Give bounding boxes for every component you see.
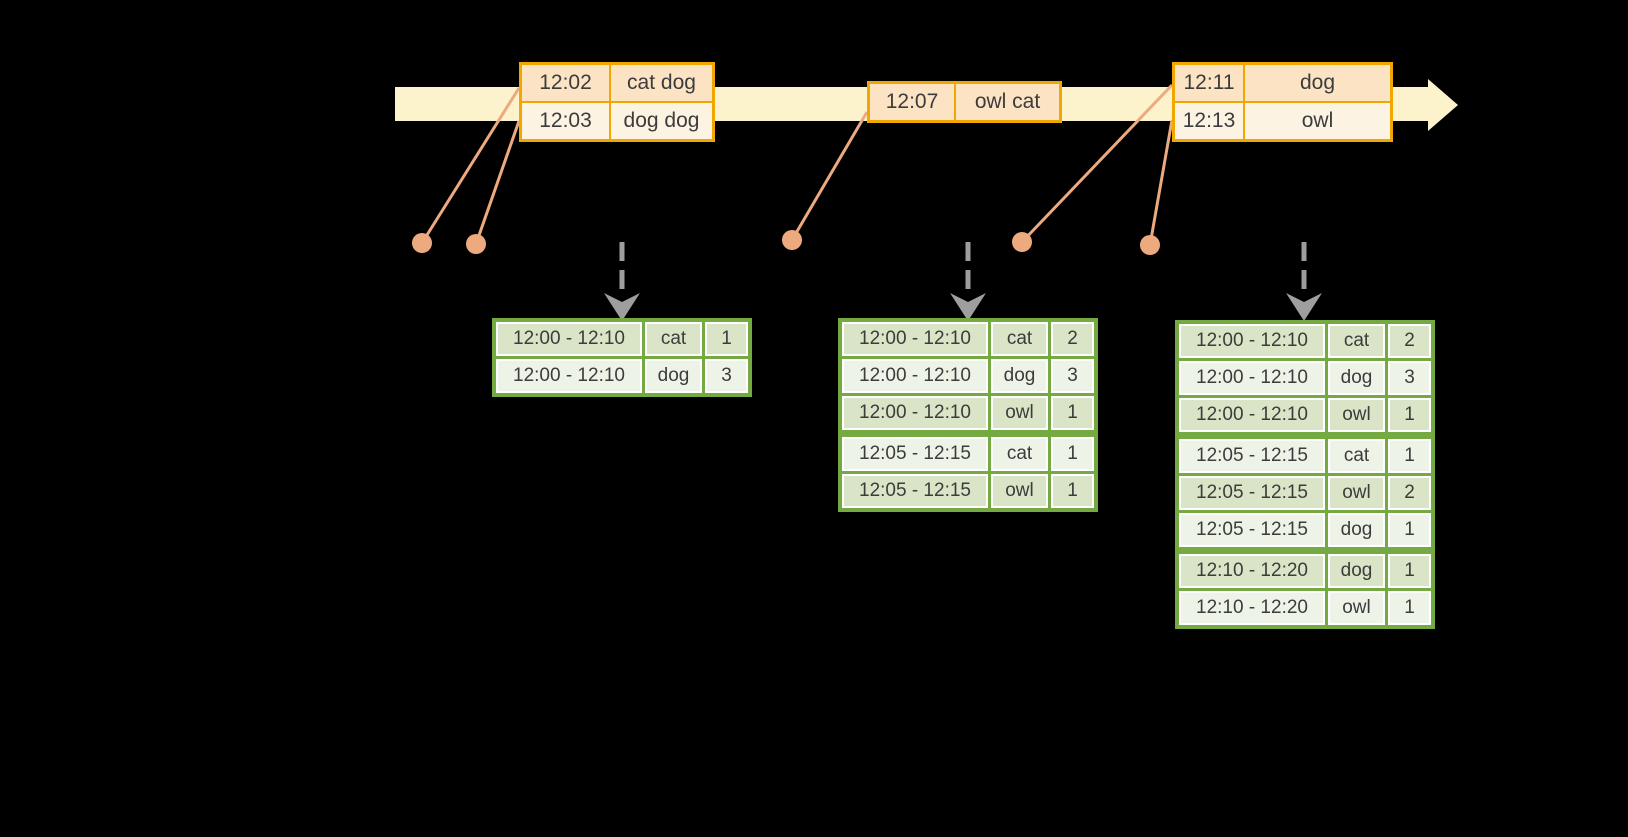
event-dot — [1012, 232, 1032, 252]
window-cell: 12:00 - 12:10 — [496, 359, 642, 393]
trigger-arrows — [604, 242, 1322, 321]
count-cell: 2 — [1051, 322, 1094, 356]
word-cell: cat — [645, 322, 702, 356]
window-cell: 12:00 - 12:10 — [496, 322, 642, 356]
event-time: 12:07 — [870, 84, 954, 120]
window-cell: 12:05 - 12:15 — [1179, 439, 1325, 473]
count-cell: 2 — [1388, 324, 1431, 358]
word-cell: owl — [1328, 476, 1385, 510]
count-cell: 1 — [705, 322, 748, 356]
event-dots — [412, 230, 1160, 255]
count-cell: 3 — [705, 359, 748, 393]
window-cell: 12:00 - 12:10 — [842, 322, 988, 356]
word-cell: dog — [991, 359, 1048, 393]
trigger-arrowhead-icon — [1286, 293, 1322, 321]
event-words: dog dog — [611, 103, 712, 139]
event-dot — [412, 233, 432, 253]
trigger-arrowhead-icon — [604, 293, 640, 321]
event-dot — [466, 234, 486, 254]
word-cell: owl — [991, 474, 1048, 508]
word-cell: cat — [991, 322, 1048, 356]
event-connector-line — [1020, 83, 1174, 244]
window-cell: 12:05 - 12:15 — [842, 474, 988, 508]
count-cell: 1 — [1051, 396, 1094, 430]
event-words: cat dog — [611, 65, 712, 101]
word-cell: dog — [1328, 361, 1385, 395]
event-connector-line — [790, 111, 869, 241]
count-cell: 1 — [1388, 591, 1431, 625]
count-cell: 1 — [1388, 439, 1431, 473]
count-cell: 1 — [1051, 437, 1094, 471]
word-cell: owl — [1328, 591, 1385, 625]
event-connectors — [420, 83, 1174, 246]
event-time: 12:13 — [1175, 103, 1243, 139]
word-cell: cat — [1328, 324, 1385, 358]
count-cell: 2 — [1388, 476, 1431, 510]
window-cell: 12:05 - 12:15 — [1179, 476, 1325, 510]
event-connector-line — [1148, 119, 1174, 246]
count-cell: 1 — [1388, 398, 1431, 432]
window-cell: 12:00 - 12:10 — [1179, 398, 1325, 432]
word-cell: cat — [991, 437, 1048, 471]
event-words: owl cat — [956, 84, 1059, 120]
event-dot — [1140, 235, 1160, 255]
count-cell: 1 — [1051, 474, 1094, 508]
window-cell: 12:10 - 12:20 — [1179, 591, 1325, 625]
window-cell: 12:00 - 12:10 — [1179, 361, 1325, 395]
event-time: 12:11 — [1175, 65, 1243, 101]
event-connector-line — [474, 120, 521, 245]
event-words: dog — [1245, 65, 1390, 101]
word-cell: dog — [1328, 513, 1385, 547]
event-time: 12:03 — [522, 103, 609, 139]
window-cell: 12:00 - 12:10 — [842, 396, 988, 430]
word-cell: owl — [991, 396, 1048, 430]
word-cell: owl — [1328, 398, 1385, 432]
event-time: 12:02 — [522, 65, 609, 101]
event-words: owl — [1245, 103, 1390, 139]
count-cell: 3 — [1388, 361, 1431, 395]
window-cell: 12:05 - 12:15 — [842, 437, 988, 471]
timeline-arrowhead-icon — [1428, 79, 1458, 131]
trigger-arrowhead-icon — [950, 293, 986, 321]
word-cell: dog — [645, 359, 702, 393]
window-cell: 12:00 - 12:10 — [1179, 324, 1325, 358]
word-cell: dog — [1328, 554, 1385, 588]
count-cell: 3 — [1051, 359, 1094, 393]
word-cell: cat — [1328, 439, 1385, 473]
window-cell: 12:05 - 12:15 — [1179, 513, 1325, 547]
window-cell: 12:00 - 12:10 — [842, 359, 988, 393]
count-cell: 1 — [1388, 554, 1431, 588]
count-cell: 1 — [1388, 513, 1431, 547]
window-cell: 12:10 - 12:20 — [1179, 554, 1325, 588]
event-dot — [782, 230, 802, 250]
event-connector-line — [420, 87, 521, 244]
